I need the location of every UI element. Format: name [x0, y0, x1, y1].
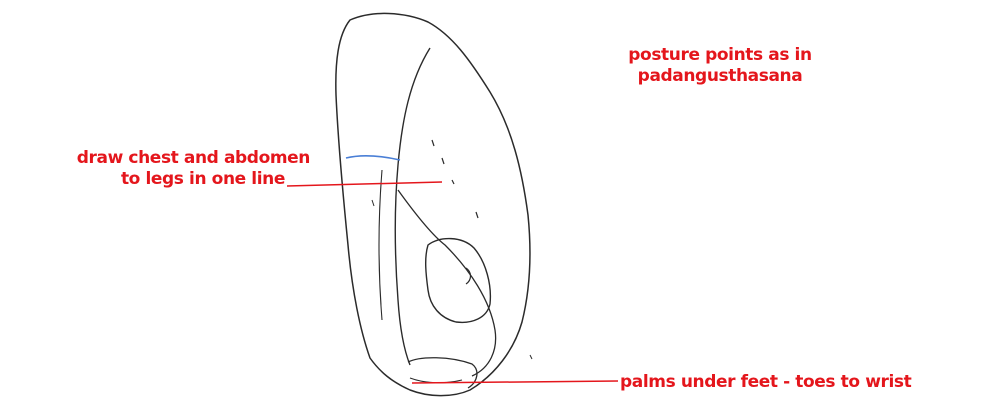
sketch-mark — [432, 140, 434, 146]
sketch-mark — [442, 158, 444, 164]
sketch-mark — [372, 200, 374, 206]
posture-points-line-1: posture points as in — [595, 45, 845, 66]
sketch-mark — [530, 355, 532, 359]
palms-leader-line — [412, 381, 618, 383]
palms-note: palms under feet - toes to wrist — [620, 372, 911, 393]
posture-points-note: posture points as in padangusthasana — [595, 45, 845, 87]
leg-front-line — [395, 48, 430, 365]
sketch-mark — [452, 180, 454, 184]
posture-points-line-2: padangusthasana — [595, 66, 845, 87]
chest-leader-line — [287, 182, 442, 186]
shin-line — [379, 170, 382, 320]
chest-marker-line — [346, 156, 400, 160]
sketch-mark — [476, 212, 478, 218]
arm-line — [398, 190, 496, 376]
chest-abdomen-note: draw chest and abdomen to legs in one li… — [10, 148, 310, 190]
palms-line-1: palms under feet - toes to wrist — [620, 372, 911, 393]
chest-abdomen-line-1: draw chest and abdomen — [10, 148, 310, 169]
chest-abdomen-line-2: to legs in one line — [10, 169, 310, 190]
head-outline — [426, 239, 491, 323]
body-outline — [336, 13, 530, 395]
